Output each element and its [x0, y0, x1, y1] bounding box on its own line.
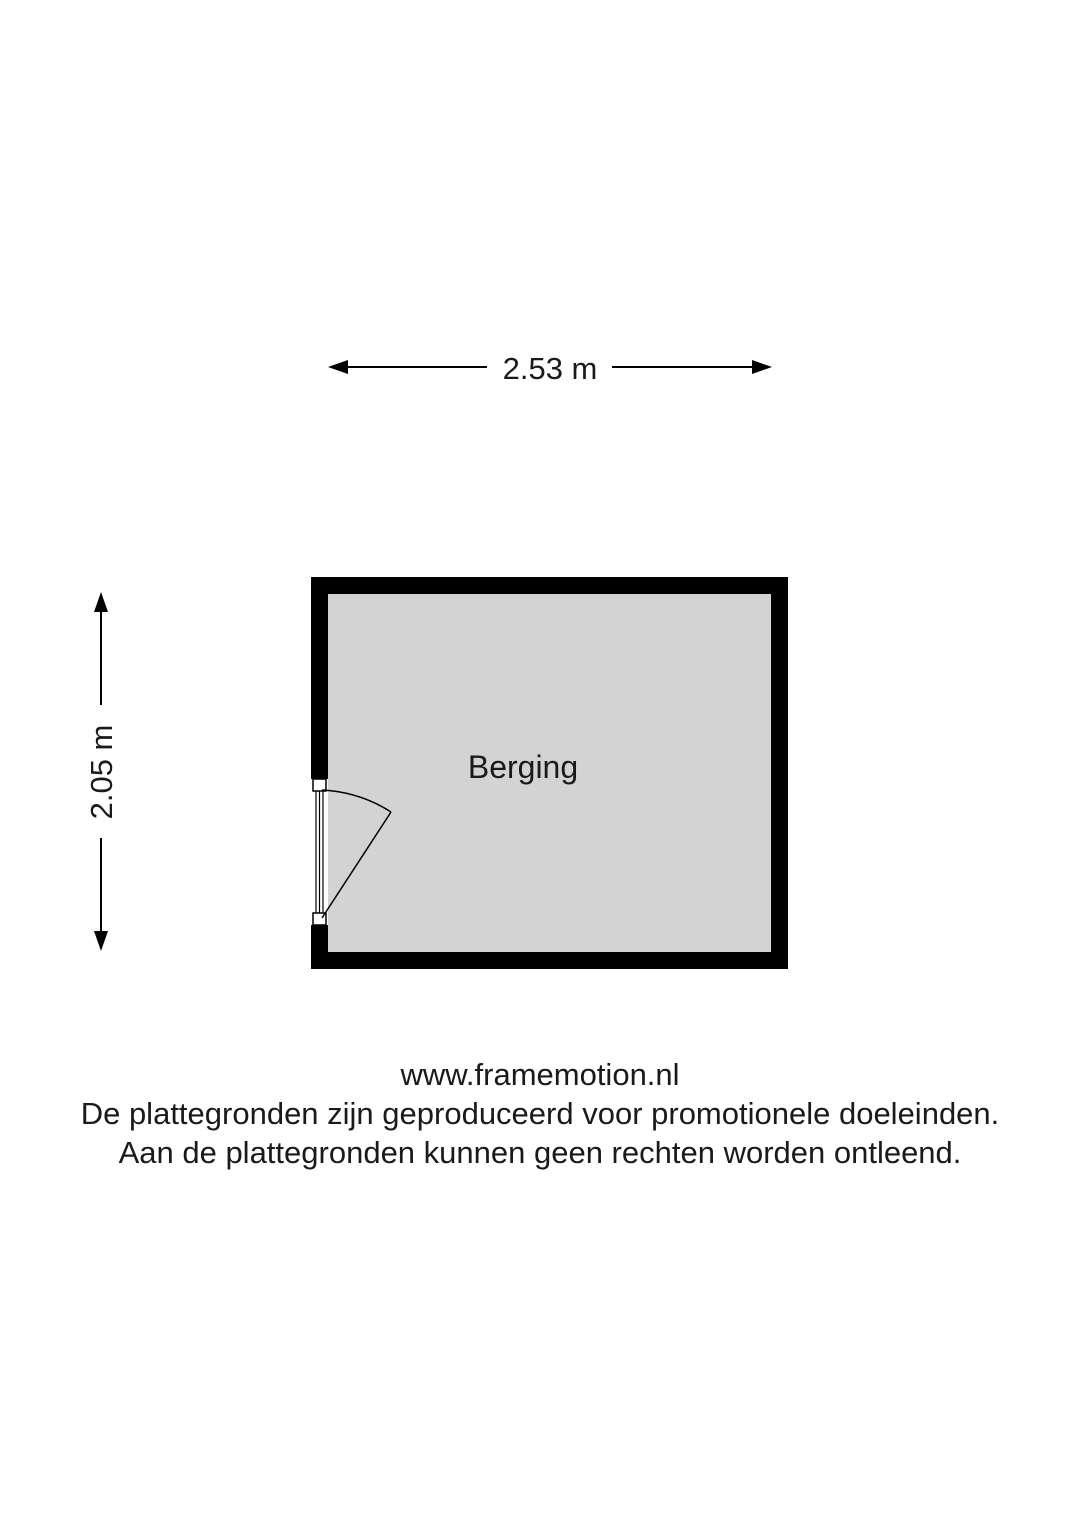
height-dimension-label: 2.05 m [84, 725, 119, 820]
website-link[interactable]: www.framemotion.nl [400, 1057, 680, 1092]
width-dimension: 2.53 m [328, 351, 772, 386]
door-swing-arc [321, 789, 392, 813]
footer: www.framemotion.nl De plattegronden zijn… [0, 1055, 1080, 1172]
door-frame-top [312, 778, 327, 792]
disclaimer-line-1: De plattegronden zijn geproduceerd voor … [80, 1096, 1000, 1131]
room-floor [328, 594, 771, 952]
width-dimension-arrow-left [328, 360, 348, 374]
height-dimension-arrow-top [94, 592, 108, 612]
width-dimension-arrow-right [752, 360, 772, 374]
room-berging: Berging [311, 577, 788, 969]
width-dimension-label: 2.53 m [503, 351, 598, 386]
disclaimer-line-2: Aan de plattegronden kunnen geen rechten… [118, 1135, 962, 1170]
height-dimension: 2.05 m [84, 592, 119, 951]
room-label: Berging [468, 749, 578, 785]
height-dimension-arrow-bottom [94, 931, 108, 951]
door-leaf [321, 811, 392, 919]
